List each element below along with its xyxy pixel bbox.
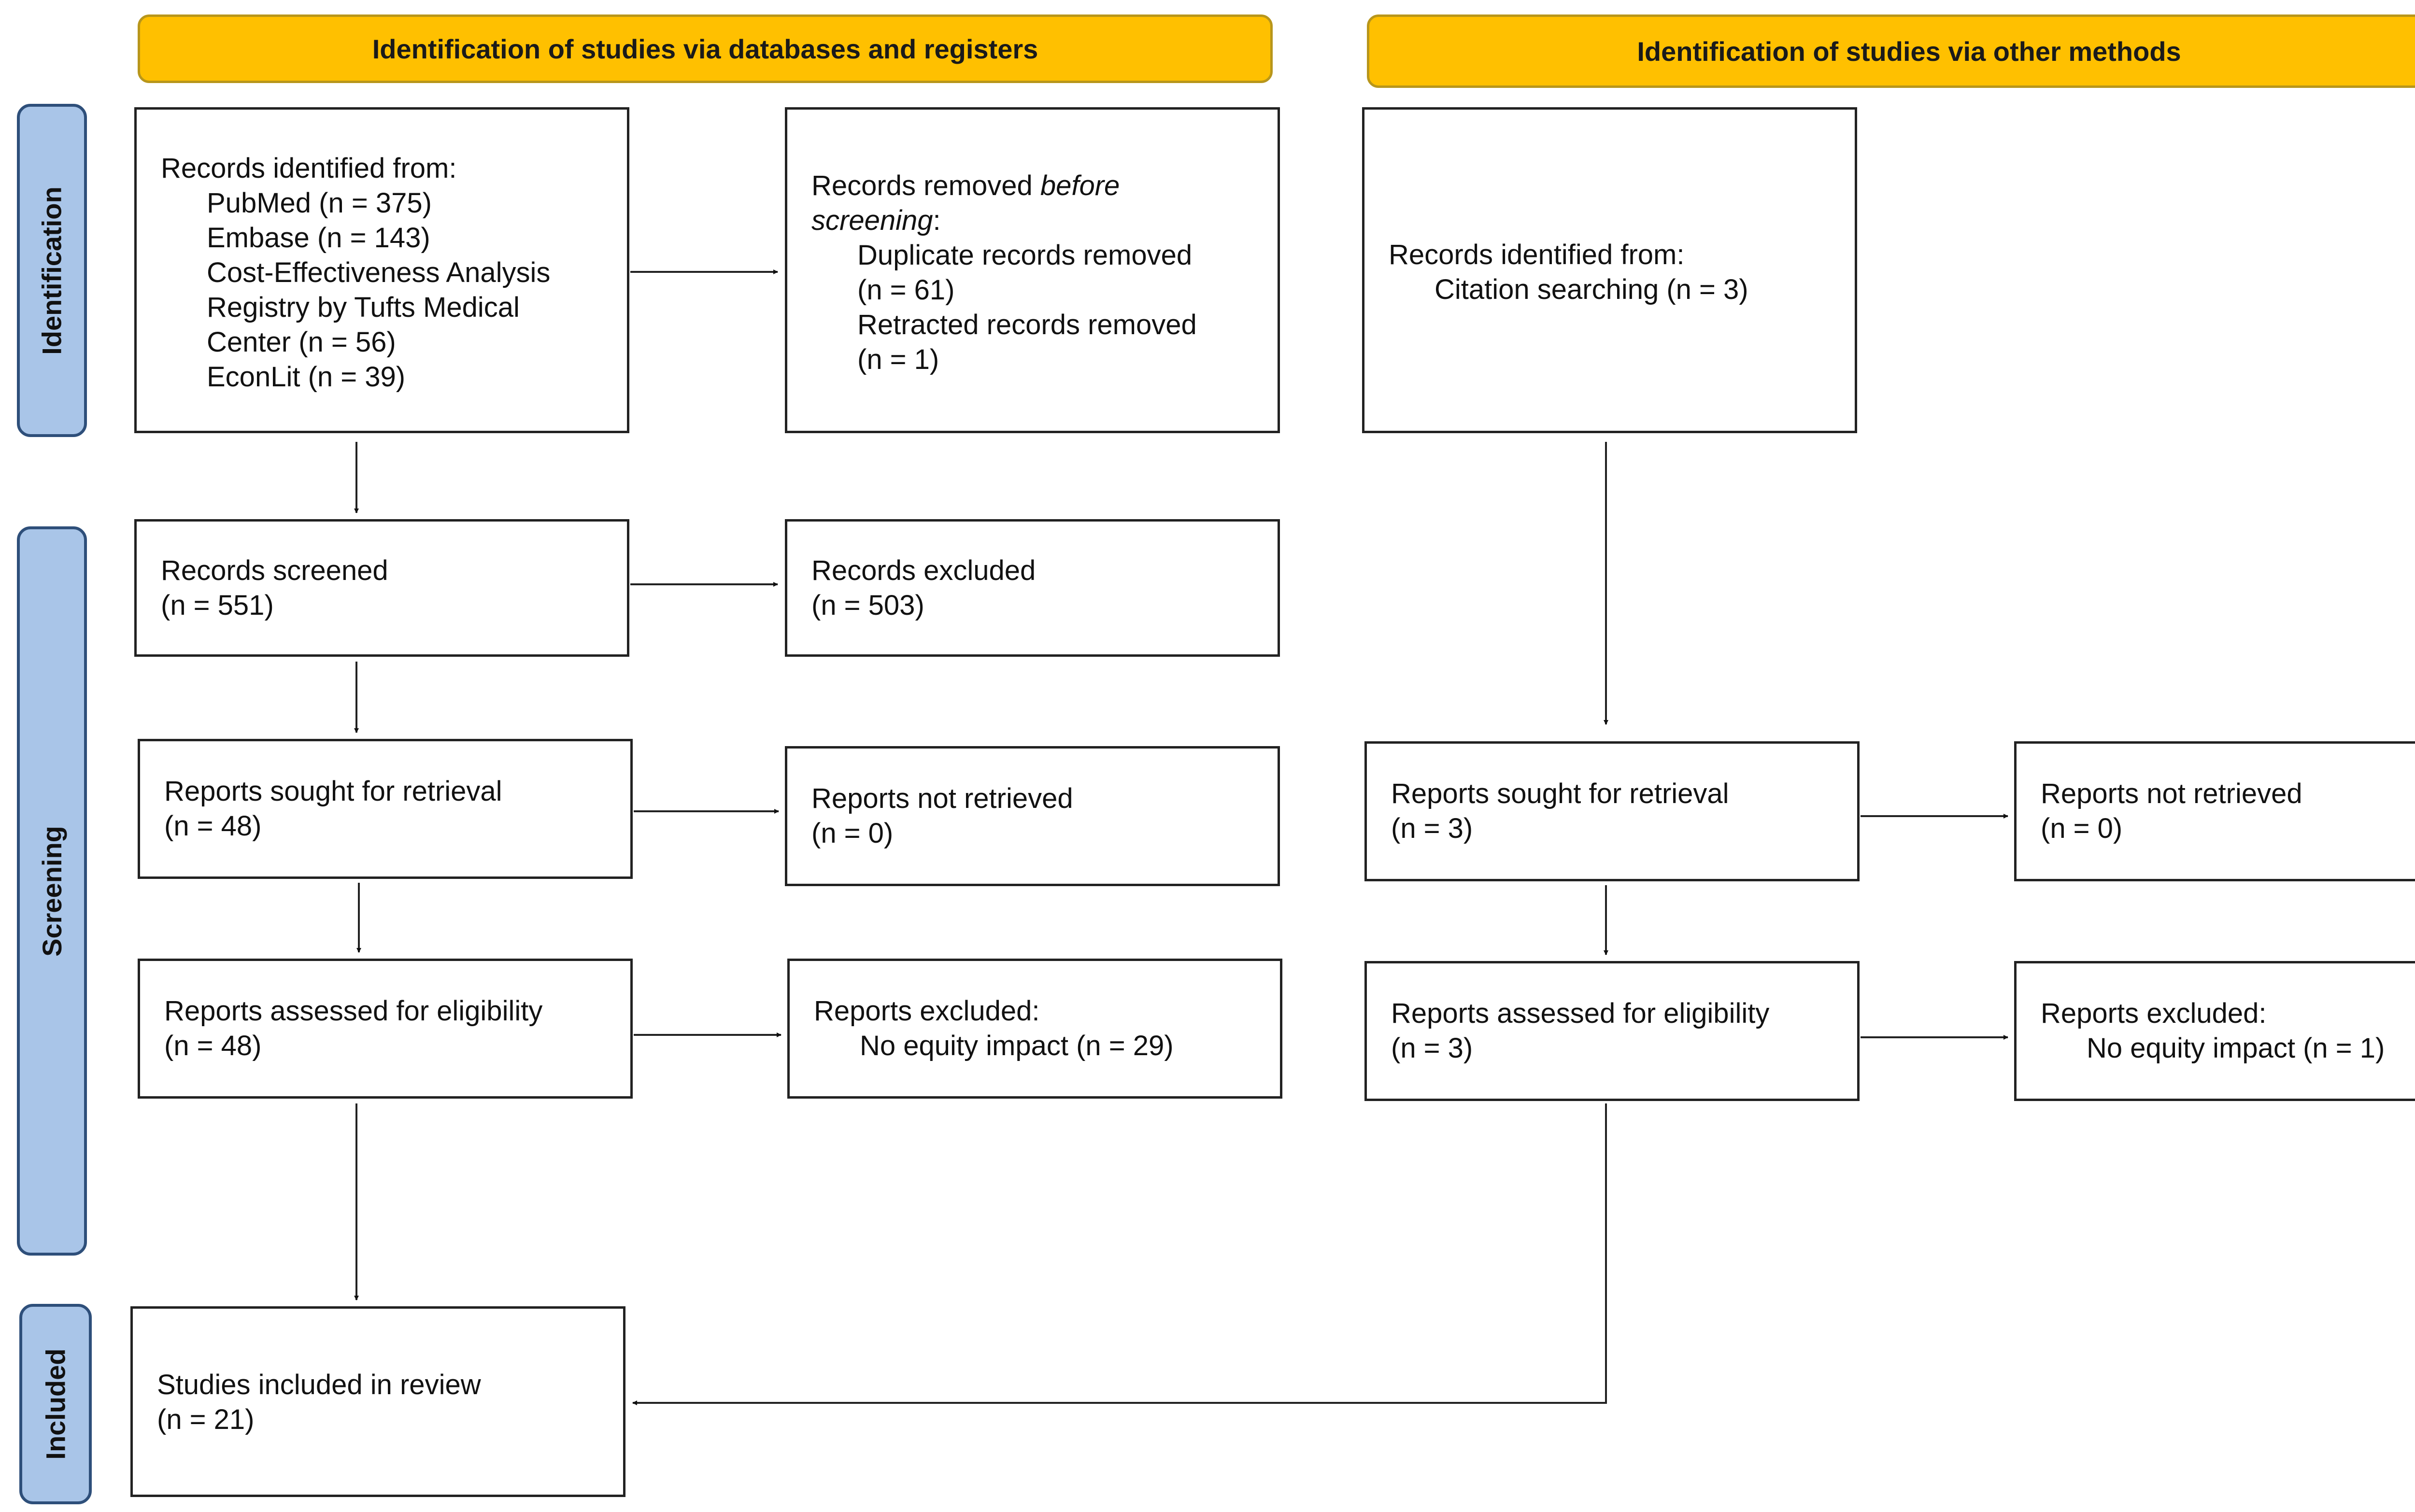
db-identified-item: Cost-Effectiveness Analysis (207, 257, 551, 288)
header-databases: Identification of studies via databases … (138, 14, 1273, 83)
db-records-excluded-box: Records excluded (n = 503) (785, 519, 1280, 657)
db-screened-count: (n = 551) (161, 590, 274, 621)
db-identified-item: Registry by Tufts Medical (207, 292, 520, 323)
other-not-retrieved-count: (n = 0) (2041, 813, 2123, 844)
db-reports-sought-box: Reports sought for retrieval (n = 48) (138, 739, 633, 879)
db-assessed-count: (n = 48) (164, 1030, 262, 1061)
other-not-retrieved-title: Reports not retrieved (2041, 778, 2302, 809)
db-identified-title: Records identified from: (161, 153, 457, 184)
db-excluded-count: (n = 503) (811, 590, 924, 621)
db-removed-title: Records removed before (811, 170, 1120, 201)
phase-identification: Identification (17, 104, 87, 437)
db-screened-title: Records screened (161, 555, 388, 586)
other-reports-assessed-box: Reports assessed for eligibility (n = 3) (1364, 961, 1860, 1101)
db-records-identified-box: Records identified from: PubMed (n = 375… (134, 107, 629, 433)
db-identified-item: Center (n = 56) (207, 326, 396, 358)
db-not-retrieved-title: Reports not retrieved (811, 783, 1073, 814)
studies-included-box: Studies included in review (n = 21) (130, 1306, 625, 1497)
db-records-screened-box: Records screened (n = 551) (134, 519, 629, 657)
db-removed-item: Retracted records removed (857, 309, 1197, 340)
other-assessed-count: (n = 3) (1391, 1032, 1473, 1064)
other-sought-title: Reports sought for retrieval (1391, 778, 1729, 809)
other-reports-excluded-title: Reports excluded: (2041, 998, 2267, 1029)
db-sought-count: (n = 48) (164, 810, 262, 842)
other-reports-excluded-box: Reports excluded: No equity impact (n = … (2014, 961, 2415, 1101)
db-identified-item: Embase (n = 143) (207, 222, 430, 254)
header-other-methods: Identification of studies via other meth… (1367, 14, 2415, 88)
db-removed-item: (n = 61) (857, 274, 955, 306)
db-removed-item: (n = 1) (857, 344, 939, 375)
db-reports-excluded-title: Reports excluded: (814, 995, 1040, 1027)
db-removed-item: Duplicate records removed (857, 240, 1193, 271)
db-not-retrieved-count: (n = 0) (811, 818, 894, 849)
other-identified-item: Citation searching (n = 3) (1435, 274, 1748, 305)
db-identified-item: PubMed (n = 375) (207, 187, 432, 219)
db-reports-excluded-box: Reports excluded: No equity impact (n = … (787, 959, 1282, 1099)
db-reports-not-retrieved-box: Reports not retrieved (n = 0) (785, 746, 1280, 886)
other-reports-excluded-reason: No equity impact (n = 1) (2087, 1032, 2385, 1064)
db-removed-title-line2: screening: (811, 205, 941, 236)
db-records-removed-box: Records removed before screening: Duplic… (785, 107, 1280, 433)
other-reports-not-retrieved-box: Reports not retrieved (n = 0) (2014, 741, 2415, 881)
other-reports-sought-box: Reports sought for retrieval (n = 3) (1364, 741, 1860, 881)
db-reports-excluded-reason: No equity impact (n = 29) (860, 1030, 1174, 1061)
db-sought-title: Reports sought for retrieval (164, 776, 502, 807)
db-reports-assessed-box: Reports assessed for eligibility (n = 48… (138, 959, 633, 1099)
other-identified-title: Records identified from: (1389, 239, 1685, 270)
included-count: (n = 21) (157, 1404, 255, 1435)
phase-included: Included (19, 1304, 92, 1504)
other-records-identified-box: Records identified from: Citation search… (1362, 107, 1857, 433)
db-identified-item: EconLit (n = 39) (207, 361, 406, 393)
phase-screening: Screening (17, 526, 87, 1256)
db-excluded-title: Records excluded (811, 555, 1036, 586)
db-assessed-title: Reports assessed for eligibility (164, 995, 543, 1027)
other-sought-count: (n = 3) (1391, 813, 1473, 844)
included-title: Studies included in review (157, 1369, 481, 1400)
arrow-other-assessed-to-included (632, 1103, 1607, 1405)
other-assessed-title: Reports assessed for eligibility (1391, 998, 1770, 1029)
